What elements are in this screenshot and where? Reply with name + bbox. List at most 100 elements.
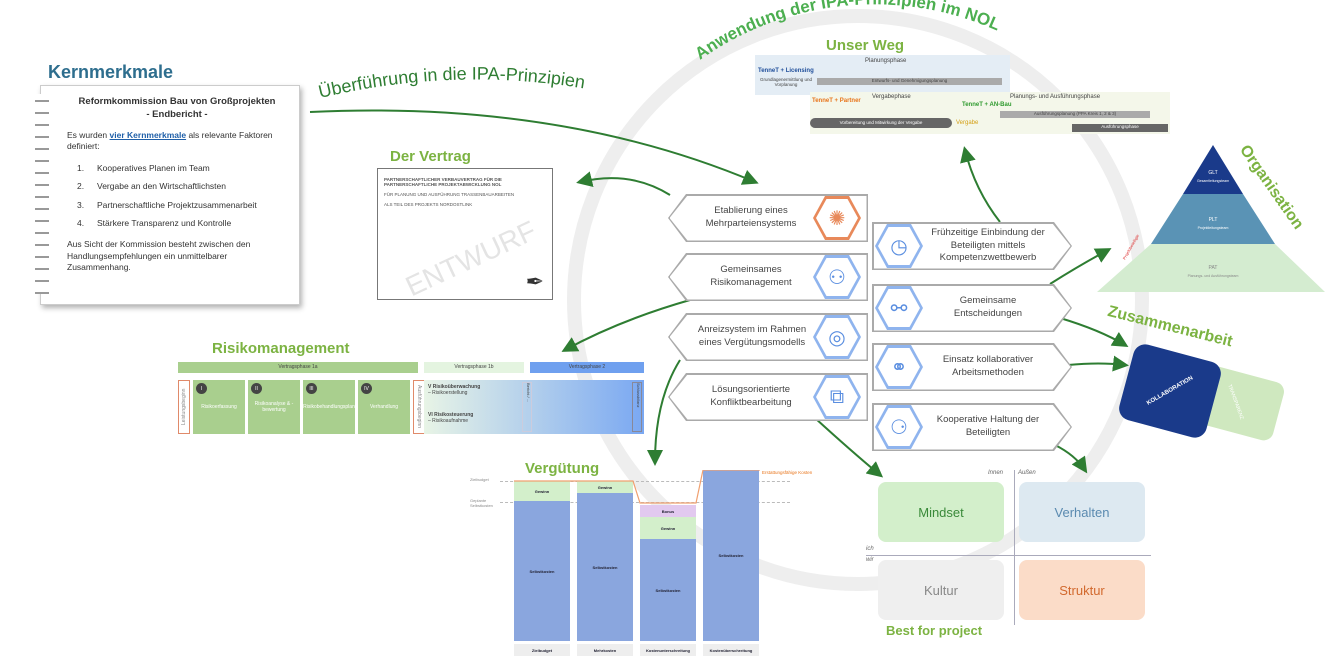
watermark: ENTWURF <box>400 214 541 300</box>
quadrant-mindset: Mindset <box>878 482 1004 542</box>
arrow-to-verguetung <box>647 359 681 466</box>
phase-2: Vertragsphase 2 <box>530 362 644 373</box>
puzzle-icon: ⧉ <box>813 375 861 419</box>
document-title: Reformkommission Bau von Großprojekten <box>78 96 276 107</box>
list-item: 2.Vergabe an den Wirtschaftlichsten <box>77 181 226 192</box>
phase-1a: Vertragsphase 1a <box>178 362 418 373</box>
axis-aussen: Außen <box>1018 470 1036 476</box>
zusammenarbeit-title: Zusammenarbeit <box>1105 303 1235 351</box>
vergabephase-label: Vergabephase <box>872 94 911 100</box>
vertrag-title: Der Vertrag <box>390 148 471 165</box>
contract-line: ALS TEIL DES PROJEKTS NORDOSTLINK <box>384 202 473 207</box>
transfer-label: Überführung in die IPA-Prinzipien <box>316 63 586 101</box>
quadrant-struktur: Struktur <box>1019 560 1145 620</box>
axis-ich: ich <box>866 546 874 552</box>
list-item: 1.Kooperatives Planen im Team <box>77 162 210 173</box>
best-for-project-matrix: Innen Außen ich wir Mindset Verhalten Ku… <box>866 470 1151 640</box>
bar-segment-gewinn: Gewinn <box>514 481 570 501</box>
planungsphase-label: Planungsphase <box>865 58 907 64</box>
signature-pen-icon: ✒ <box>525 269 544 294</box>
pa-phase-label: Planungs- und Ausführungsphase <box>1010 94 1101 100</box>
document-intro: Es wurden vier Kernmerkmale als relevant… <box>67 129 273 152</box>
team-location-icon: ⚇ <box>813 255 861 299</box>
arrow-to-vertrag <box>576 171 671 196</box>
axis-wir: wir <box>866 557 874 563</box>
erstattung-line <box>514 470 760 504</box>
risk-step: VI Risikosteuerung– Risikoaufnahme <box>428 412 474 424</box>
ausfuehrungsphase-step: Ausführungsphase <box>1072 124 1168 132</box>
tennet-an-label: TenneT + AN-Bau <box>962 102 1012 108</box>
bar-segment-selbstkosten: Selbstkosten <box>640 539 696 641</box>
spiral-binding <box>35 94 49 294</box>
zielbudget-line-label: Zielbudget <box>470 477 489 482</box>
list-item: 4.Stärkere Transparenz und Kontrolle <box>77 217 232 228</box>
handshake-icon: ⚯ <box>875 286 923 330</box>
contract-line: FÜR PLANUNG UND AUSFÜHRUNG TRASSENBAUARB… <box>384 192 515 197</box>
bar-segment-gewinn: Gewinn <box>640 517 696 539</box>
bar-segment-selbstkosten: Selbstkosten <box>577 493 633 641</box>
ausfuehrungsplanung-step: Ausführungsplanung (PPA Kreis 1, 2 & 3) <box>1000 111 1150 118</box>
arrow-to-verhalten <box>1054 444 1088 474</box>
kernmerkmale-link[interactable]: vier Kernmerkmale <box>109 129 187 140</box>
plt-label: PLT <box>1209 217 1218 223</box>
phase-1b: Vertragsphase 1b <box>424 362 524 373</box>
quadrant-kultur: Kultur <box>878 560 1004 620</box>
arrow-to-risiko <box>561 299 691 352</box>
arrow-to-zusammenarbeit-2 <box>1067 355 1129 372</box>
contract-title: PARTNERSCHAFTLICHER VERBAUVERTRAG FÜR DI… <box>384 177 502 187</box>
vergabe-ausfuehrung-band: TenneT + Partner Vergabephase Vorbereitu… <box>810 92 1170 134</box>
verguetung-chart: Zielbudget Geplante Selbstkosten Erstatt… <box>470 470 860 660</box>
bar-label: Zielbudget <box>514 644 570 656</box>
planungsphase-band: Planungsphase TenneT + Licensing Grundla… <box>755 55 1010 95</box>
vergabe-milestone: Vergabe <box>956 120 979 126</box>
risikomanagement-title: Risikomanagement <box>212 340 350 357</box>
quadrant-verhalten: Verhalten <box>1019 482 1145 542</box>
organisation-pyramid: GLT Gesamtleitungsteam PLT Projektleitun… <box>1097 145 1325 292</box>
tennet-partner-label: TenneT + Partner <box>812 98 861 104</box>
glt-label: GLT <box>1208 170 1217 176</box>
list-item: 3.Partnerschaftliche Projektzusammenarbe… <box>77 199 257 210</box>
bar-segment-selbstkosten: Selbstkosten <box>703 470 759 641</box>
document-conclusion: Aus Sicht der Kommission besteht zwische… <box>67 239 251 273</box>
document-subtitle: - Endbericht - <box>146 108 208 120</box>
coins-icon: ◎ <box>813 315 861 359</box>
bar-label: Kostenunterschreitung <box>640 644 696 656</box>
pyramid-level-plt <box>1151 194 1275 244</box>
contract-document: ENTWURF PARTNERSCHAFTLICHER VERBAUVERTRA… <box>377 168 553 300</box>
unser-weg-title: Unser Weg <box>826 37 905 54</box>
pat-name: Planungs- und Ausführungsteam <box>1188 274 1239 278</box>
risk-step: V Risikoüberwachung– Risikoerstellung <box>428 384 481 396</box>
erstattung-line-label: Erstattungsfähige Kosten <box>762 470 813 475</box>
risk-monitoring-area: V Risikoüberwachung– Risikoerstellung VI… <box>424 380 644 434</box>
vorbereitung-step: Vorbereitung und Mitwirkung der Vergabe <box>810 118 952 128</box>
bar-segment-gewinn: Gewinn <box>577 481 633 493</box>
arrow-to-mindset <box>814 417 884 478</box>
kernmerkmale-title: Kernmerkmale <box>48 62 174 82</box>
report-marker: Bericht / ... <box>522 382 532 432</box>
plt-name: Projektleitungsteam <box>1198 226 1229 230</box>
round-table-icon: ⚆ <box>875 405 923 449</box>
collaboration-network-icon: ⚭ <box>875 345 923 389</box>
tennet-licensing-label: TenneT + Licensing <box>758 68 814 74</box>
arrow-to-weg <box>960 146 1001 223</box>
bar-segment-bonus: Bonus <box>640 505 696 517</box>
best-for-project-title: Best for project <box>886 623 983 638</box>
bar-label: Kostenüberschreitung <box>703 644 759 656</box>
entwurf-step: Entwurfs- und Genehmigungsplanung <box>817 78 1002 85</box>
bar-segment-selbstkosten: Selbstkosten <box>514 501 570 641</box>
axis-innen: Innen <box>988 470 1004 476</box>
geplante-selbstkosten-label: Geplante Selbstkosten <box>470 498 493 508</box>
leistungsbeginn-marker: Leistungsbeginn <box>178 380 190 434</box>
pyramid-level-pat <box>1097 244 1325 292</box>
kernmerkmale-document: Reformkommission Bau von Großprojekten- … <box>35 85 300 305</box>
schlussbilanz-marker: Schlussbilanz <box>632 382 642 432</box>
grundlagen-step: Grundlagenermittlung und Vorplanung <box>759 77 813 87</box>
verguetung-title: Vergütung <box>525 460 600 477</box>
pyramid-level-glt <box>1183 145 1243 194</box>
glt-name: Gesamtleitungsteam <box>1197 179 1229 183</box>
